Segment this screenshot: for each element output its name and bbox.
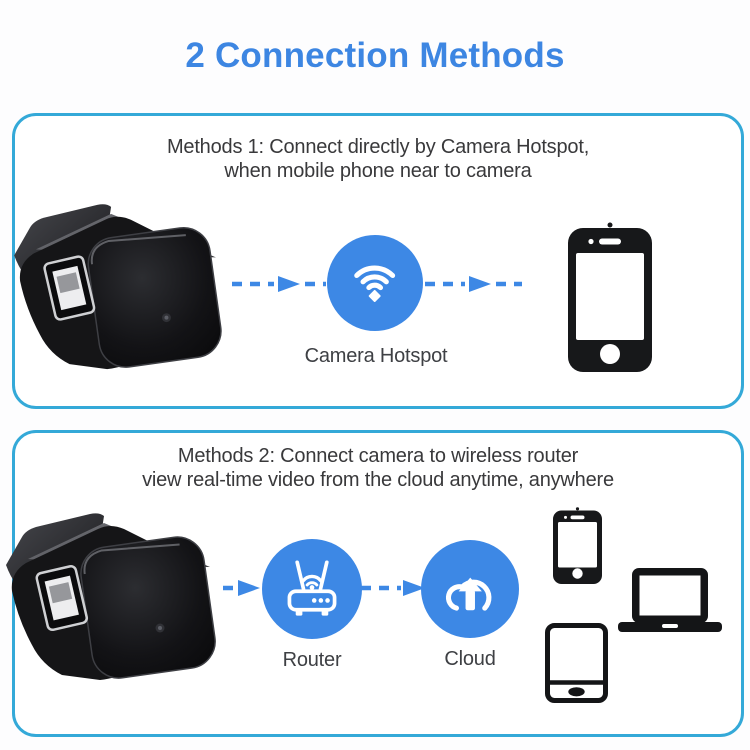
dashed-arrow-icon — [361, 580, 425, 596]
cloud-label: Cloud — [444, 648, 496, 670]
dashed-arrow-icon — [425, 276, 522, 292]
camera-hotspot-badge — [327, 235, 423, 331]
method1-panel: Methods 1: Connect directly by Camera Ho… — [12, 113, 744, 409]
cloud-badge — [421, 540, 519, 638]
router-label: Router — [282, 649, 342, 671]
method2-panel: Methods 2: Connect camera to wireless ro… — [12, 430, 744, 737]
cloud-upload-icon — [434, 553, 507, 626]
router-icon — [275, 552, 349, 626]
page-title: 2 Connection Methods — [185, 36, 565, 75]
method1-heading-line2: when mobile phone near to camera — [224, 160, 532, 182]
usb-camera-charger-image — [0, 507, 222, 687]
usb-camera-charger-image — [8, 198, 228, 376]
method2-heading-line1: Methods 2: Connect camera to wireless ro… — [177, 445, 579, 467]
method1-heading: Methods 1: Connect directly by Camera Ho… — [15, 135, 741, 183]
router-badge — [262, 539, 362, 639]
tablet-icon — [545, 623, 608, 703]
camera-hotspot-label: Camera Hotspot — [304, 345, 448, 367]
laptop-icon — [618, 568, 722, 632]
dashed-arrow-icon — [232, 276, 326, 292]
dashed-arrow-icon — [223, 580, 260, 596]
smartphone-icon — [553, 507, 602, 584]
method1-heading-line1: Methods 1: Connect directly by Camera Ho… — [166, 136, 590, 158]
smartphone-icon — [568, 222, 652, 372]
method2-heading: Methods 2: Connect camera to wireless ro… — [15, 444, 741, 492]
method2-heading-line2: view real-time video from the cloud anyt… — [142, 469, 614, 491]
wifi-icon — [343, 251, 406, 314]
